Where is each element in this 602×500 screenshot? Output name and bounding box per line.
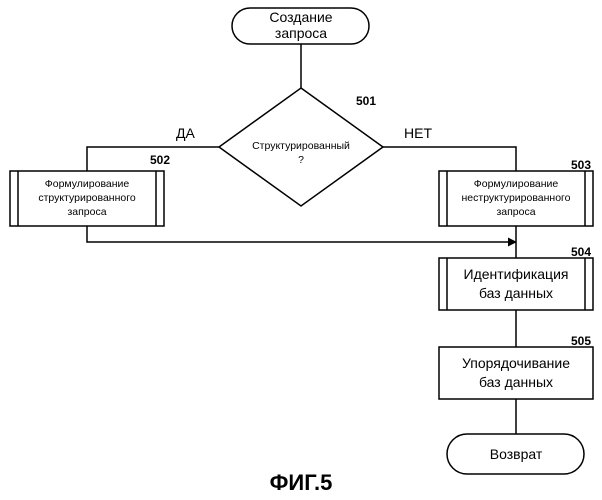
order-label-line-2: баз данных — [479, 374, 553, 390]
unstructured-ref-number: 503 — [571, 158, 591, 172]
decision-label-line-1: Структурированный — [252, 140, 350, 152]
identify-label-line-1: Идентификация — [464, 266, 569, 282]
unstructured-label-line-3: запроса — [496, 206, 535, 218]
structured-label-line-1: Формулирование — [45, 178, 130, 190]
figure-caption: ФИГ.5 — [270, 470, 333, 495]
connector-structured-to-identify — [87, 226, 516, 242]
end-label: Возврат — [490, 446, 543, 462]
decision-label-line-2: ? — [298, 154, 304, 166]
structured-ref-number: 502 — [150, 153, 170, 167]
order-label-line-1: Упорядочивание — [462, 355, 570, 371]
identify-ref-number: 504 — [571, 245, 591, 259]
unstructured-label-line-2: неструктурированного — [462, 192, 571, 204]
branch-yes-label: ДА — [176, 125, 195, 141]
structured-label-line-2: структурированного — [38, 192, 136, 204]
structured-label-line-3: запроса — [67, 206, 106, 218]
decision-ref-number: 501 — [356, 94, 376, 108]
connector-decision-no — [383, 147, 516, 171]
start-label-line-2: запроса — [275, 25, 327, 41]
identify-label-line-2: баз данных — [479, 285, 553, 301]
order-ref-number: 505 — [571, 334, 591, 348]
start-label-line-1: Создание — [269, 9, 332, 25]
branch-no-label: НЕТ — [404, 125, 432, 141]
unstructured-label-line-1: Формулирование — [474, 178, 559, 190]
